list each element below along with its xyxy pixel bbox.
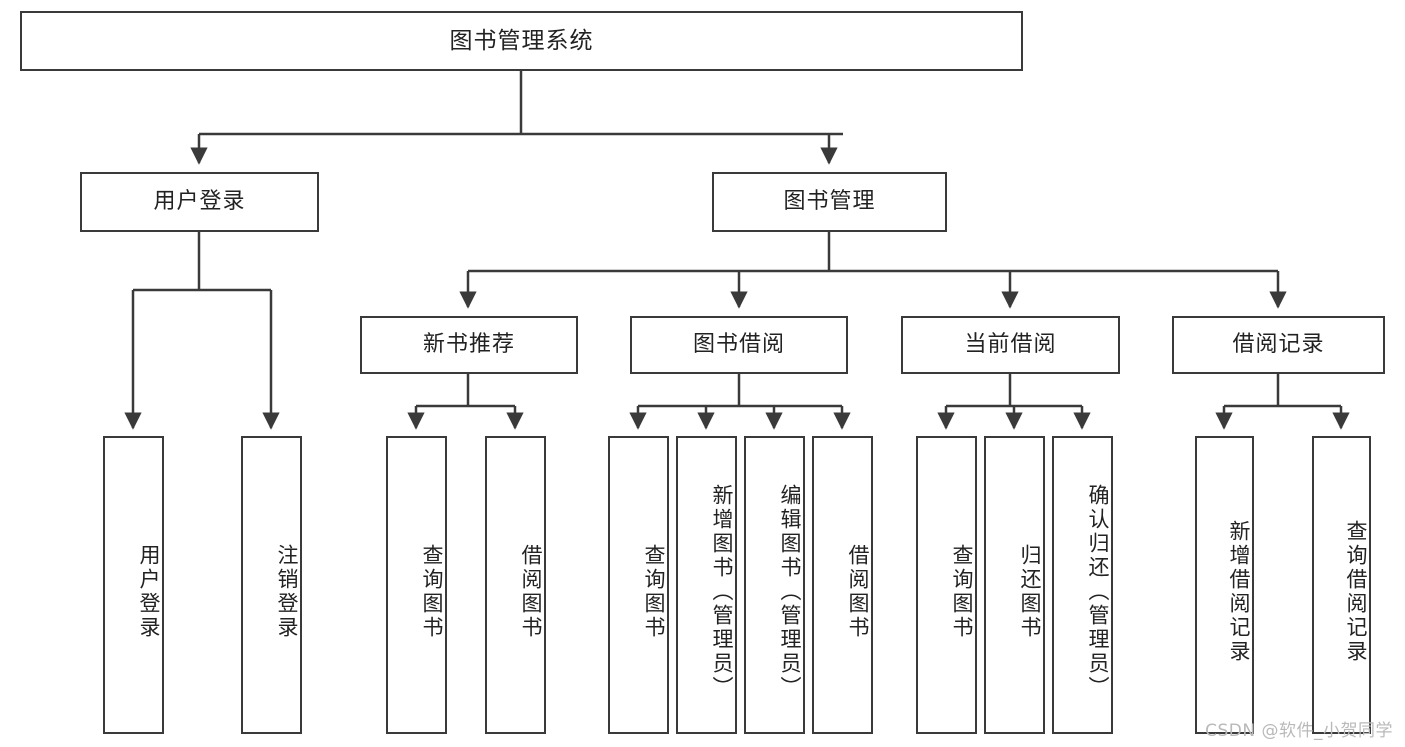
node-label: 新增图书（管理员） [710,484,734,700]
leaf-edit-book-admin[interactable]: 编辑图书（管理员） [744,436,805,734]
node-label: 查询图书 [950,544,974,640]
node-user-login[interactable]: 用户登录 [80,172,319,232]
node-label: 查询借阅记录 [1344,520,1368,664]
leaf-query-book-borrow[interactable]: 查询图书 [608,436,669,734]
node-label: 用户登录 [137,544,161,640]
node-label: 借阅图书 [846,544,870,640]
node-label: 图书借阅 [692,332,785,358]
node-book-management[interactable]: 图书管理 [712,172,947,232]
leaf-query-borrow-record[interactable]: 查询借阅记录 [1312,436,1371,734]
leaf-logout[interactable]: 注销登录 [241,436,302,734]
node-label: 新增借阅记录 [1227,520,1251,664]
node-root-book-management-system[interactable]: 图书管理系统 [20,11,1023,71]
leaf-borrow-book-recommend[interactable]: 借阅图书 [485,436,546,734]
node-label: 归还图书 [1018,544,1042,640]
node-new-book-recommend[interactable]: 新书推荐 [360,316,578,374]
leaf-borrow-book[interactable]: 借阅图书 [812,436,873,734]
leaf-add-book-admin[interactable]: 新增图书（管理员） [676,436,737,734]
leaf-add-borrow-record[interactable]: 新增借阅记录 [1195,436,1254,734]
node-label: 查询图书 [420,544,444,640]
leaf-query-book-current[interactable]: 查询图书 [916,436,977,734]
leaf-return-book[interactable]: 归还图书 [984,436,1045,734]
node-book-borrow[interactable]: 图书借阅 [630,316,848,374]
node-current-borrow[interactable]: 当前借阅 [901,316,1120,374]
node-label: 借阅图书 [519,544,543,640]
node-label: 编辑图书（管理员） [778,484,802,700]
csdn-watermark: CSDN @软件_小贺同学 [1205,721,1393,741]
node-label: 确认归还（管理员） [1086,484,1110,700]
node-label: 借阅记录 [1232,332,1325,358]
leaf-user-login[interactable]: 用户登录 [103,436,164,734]
leaf-query-book-recommend[interactable]: 查询图书 [386,436,447,734]
node-label: 当前借阅 [964,332,1057,358]
node-label: 查询图书 [642,544,666,640]
node-label: 注销登录 [275,544,299,640]
node-label: 图书管理系统 [449,27,594,54]
node-label: 用户登录 [153,189,246,215]
node-label: 新书推荐 [422,332,515,358]
node-borrow-record[interactable]: 借阅记录 [1172,316,1385,374]
node-label: 图书管理 [783,189,876,215]
leaf-confirm-return-admin[interactable]: 确认归还（管理员） [1052,436,1113,734]
